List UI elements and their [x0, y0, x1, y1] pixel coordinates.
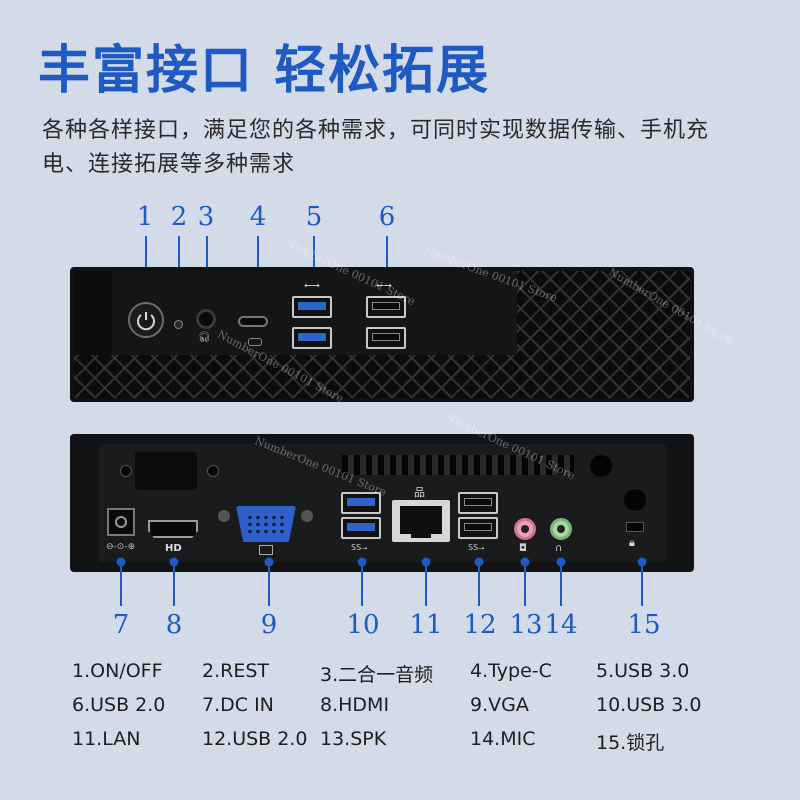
legend-item: 1.ON/OFF: [72, 660, 163, 682]
back-leader-13: [524, 562, 526, 606]
vga-port[interactable]: [236, 506, 296, 542]
hdmi-mark: HD: [165, 543, 182, 554]
front-label-6: 6: [378, 202, 396, 232]
legend-item: 10.USB 3.0: [596, 694, 702, 716]
back-label-15: 15: [627, 610, 661, 640]
legend-item: 6.USB 2.0: [72, 694, 166, 716]
back-leader-14: [560, 562, 562, 606]
power-icon: [137, 312, 155, 331]
usb2-front-port-2[interactable]: [366, 327, 406, 349]
back-label-14: 14: [544, 610, 578, 640]
usb-icon: ⭠⭢: [376, 280, 392, 291]
front-label-4: 4: [249, 202, 267, 232]
screw: [207, 465, 219, 477]
back-leader-15: [641, 562, 643, 606]
back-label-9: 9: [260, 610, 278, 640]
legend-item: 13.SPK: [320, 728, 387, 750]
legend-item: 14.MIC: [470, 728, 536, 750]
type-c-icon: [248, 338, 262, 346]
antenna-hole: [624, 489, 646, 511]
audio-jack[interactable]: [196, 309, 216, 329]
front-label-2: 2: [170, 202, 188, 232]
mic-jack[interactable]: [550, 518, 572, 540]
back-label-10: 10: [346, 610, 380, 640]
legend-item: 15.锁孔: [596, 732, 665, 754]
legend-item: 11.LAN: [72, 728, 141, 750]
back-leader-7: [120, 562, 122, 606]
usb3-front-port-1[interactable]: [292, 296, 332, 318]
legend-item: 3.二合一音频: [320, 664, 434, 686]
back-label-13: 13: [509, 610, 543, 640]
legend-item: 4.Type-C: [470, 660, 552, 682]
usb-ss-icon: SS⭢: [468, 543, 485, 552]
usb2-back-port-2[interactable]: [458, 517, 498, 539]
vga-icon: [259, 545, 273, 555]
network-icon: 品: [414, 486, 425, 499]
screw: [120, 465, 132, 477]
front-leader-5: [313, 236, 315, 270]
back-leader-11: [425, 562, 427, 606]
back-label-11: 11: [409, 610, 443, 640]
page-title: 丰富接口 轻松拓展: [38, 41, 491, 101]
power-button[interactable]: [128, 302, 164, 338]
usb2-front-port-1[interactable]: [366, 296, 406, 318]
back-label-12: 12: [463, 610, 497, 640]
usb-ss-icon: SS⭢: [351, 543, 368, 552]
back-vent: [342, 455, 574, 475]
vga-screw: [301, 510, 313, 522]
front-leader-6: [386, 236, 388, 270]
usb3-back-port-1[interactable]: [341, 492, 381, 514]
type-c-port[interactable]: [238, 316, 268, 327]
back-leader-9: [268, 562, 270, 606]
front-label-5: 5: [305, 202, 323, 232]
front-label-1: 1: [136, 202, 154, 232]
usb2-back-port-1[interactable]: [458, 492, 498, 514]
lock-slot[interactable]: [626, 522, 644, 532]
antenna-hole: [590, 455, 612, 477]
reset-hole[interactable]: [174, 320, 183, 329]
usb-icon: ⭠⭢: [304, 280, 320, 291]
vga-screw: [218, 510, 230, 522]
back-leader-12: [478, 562, 480, 606]
subtitle-line-1: 各种各样接口，满足您的各种需求，可同时实现数据传输、手机充: [42, 118, 710, 143]
legend-item: 9.VGA: [470, 694, 529, 716]
back-label-7: 7: [112, 610, 130, 640]
dc-polarity-icon: ⊖-⊙-⊕: [106, 542, 136, 552]
speaker-jack[interactable]: [514, 518, 536, 540]
legend-item: 7.DC IN: [202, 694, 274, 716]
serial-port-cover: [135, 452, 197, 490]
front-label-3: 3: [197, 202, 215, 232]
back-label-8: 8: [165, 610, 183, 640]
legend-item: 2.REST: [202, 660, 270, 682]
usb3-back-port-2[interactable]: [341, 517, 381, 539]
mic-icon: ∩: [555, 543, 563, 554]
legend-item: 8.HDMI: [320, 694, 390, 716]
legend-item: 12.USB 2.0: [202, 728, 308, 750]
dc-in-port[interactable]: [107, 508, 135, 536]
back-leader-10: [361, 562, 363, 606]
usb3-front-port-2[interactable]: [292, 327, 332, 349]
subtitle-line-2: 电、连接拓展等多种需求: [42, 152, 296, 177]
headphone-icon: 🎧︎: [198, 332, 211, 343]
hdmi-port[interactable]: [148, 520, 198, 538]
legend-item: 5.USB 3.0: [596, 660, 690, 682]
lock-icon: 🔒︎: [629, 536, 635, 549]
back-leader-8: [173, 562, 175, 606]
speaker-icon: ◘: [519, 543, 527, 554]
lan-port[interactable]: [392, 500, 450, 542]
